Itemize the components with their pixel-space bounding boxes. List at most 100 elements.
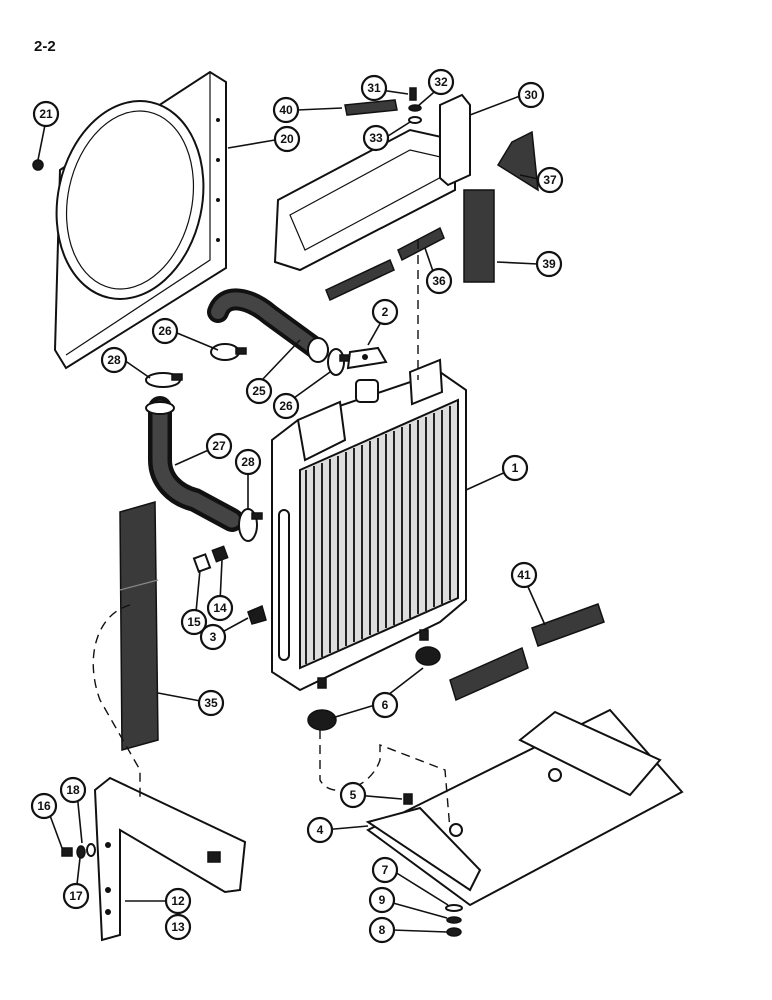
svg-text:17: 17 — [69, 889, 83, 903]
svg-text:36: 36 — [432, 274, 446, 288]
foam-seal-39 — [463, 189, 495, 283]
callout-4: 4 — [306, 816, 334, 844]
svg-text:9: 9 — [379, 893, 386, 907]
callout-36: 36 — [425, 267, 453, 295]
callout-40: 40 — [272, 96, 300, 124]
svg-text:27: 27 — [212, 439, 226, 453]
callout-17: 17 — [62, 882, 90, 910]
svg-text:20: 20 — [280, 132, 294, 146]
hose-clamp-28a — [145, 372, 183, 388]
rubber-mount-6b — [307, 709, 337, 731]
callout-18: 18 — [59, 776, 87, 804]
svg-text:37: 37 — [543, 173, 557, 187]
callout-20: 20 — [273, 125, 301, 153]
callout-31: 31 — [360, 74, 388, 102]
callout-16: 16 — [30, 792, 58, 820]
fan-shroud — [53, 70, 227, 370]
callout-37: 37 — [536, 166, 564, 194]
svg-text:28: 28 — [241, 455, 255, 469]
assembly-line-left — [92, 604, 141, 800]
callout-3: 3 — [199, 623, 227, 651]
callout-27: 27 — [205, 432, 233, 460]
mounting-base-plate — [365, 708, 684, 907]
svg-text:8: 8 — [379, 923, 386, 937]
bracket-hardware-16-18 — [61, 843, 96, 859]
top-radiator-shroud — [273, 93, 471, 272]
side-bracket — [93, 776, 247, 942]
fitting-14 — [211, 545, 229, 563]
seal-strips-36 — [325, 226, 445, 302]
callout-9: 9 — [368, 886, 396, 914]
svg-text:28: 28 — [107, 353, 121, 367]
callout-7: 7 — [371, 856, 399, 884]
lockwasher-9 — [446, 916, 462, 924]
callout-14: 14 — [206, 594, 234, 622]
callout-26b: 26 — [272, 392, 300, 420]
svg-text:16: 16 — [37, 799, 51, 813]
page-number-label: 2-2 — [34, 38, 56, 55]
svg-text:32: 32 — [434, 75, 448, 89]
fitting-15 — [192, 553, 212, 573]
svg-text:13: 13 — [171, 920, 185, 934]
svg-text:1: 1 — [512, 461, 519, 475]
callout-26a: 26 — [151, 317, 179, 345]
svg-text:3: 3 — [210, 630, 217, 644]
wedge-seal-37 — [496, 130, 539, 192]
svg-text:14: 14 — [213, 601, 227, 615]
callout-6: 6 — [371, 691, 399, 719]
svg-text:31: 31 — [367, 81, 381, 95]
callout-33: 33 — [362, 124, 390, 152]
callout-30: 30 — [517, 81, 545, 109]
hose-clamp-26a — [210, 343, 247, 361]
upper-hose — [207, 288, 329, 363]
svg-text:21: 21 — [39, 107, 53, 121]
bolt-5 — [403, 793, 413, 805]
callout-25: 25 — [245, 377, 273, 405]
rubber-mount-6a — [415, 646, 441, 666]
callout-28b: 28 — [234, 448, 262, 476]
foam-strips-41 — [449, 603, 605, 702]
radiator-cap — [346, 346, 388, 370]
callout-21: 21 — [32, 100, 60, 128]
washer-7 — [445, 904, 463, 912]
svg-text:26: 26 — [158, 324, 172, 338]
radiator-core — [271, 358, 467, 692]
svg-text:7: 7 — [382, 863, 389, 877]
lower-hose — [145, 396, 244, 532]
svg-text:25: 25 — [252, 384, 266, 398]
svg-text:40: 40 — [279, 103, 293, 117]
callout-8: 8 — [368, 916, 396, 944]
svg-text:33: 33 — [369, 131, 383, 145]
callout-41: 41 — [510, 561, 538, 589]
callout-35: 35 — [197, 689, 225, 717]
seal-strip-40 — [344, 99, 398, 116]
svg-text:18: 18 — [66, 783, 80, 797]
callout-13: 13 — [164, 913, 192, 941]
callout-2: 2 — [371, 298, 399, 326]
svg-text:30: 30 — [524, 88, 538, 102]
callout-12: 12 — [164, 887, 192, 915]
callout-39: 39 — [535, 250, 563, 278]
svg-text:2: 2 — [382, 305, 389, 319]
svg-text:39: 39 — [542, 257, 556, 271]
screw-21 — [32, 159, 44, 171]
svg-text:26: 26 — [279, 399, 293, 413]
callout-15: 15 — [180, 608, 208, 636]
drain-cock — [247, 604, 267, 625]
svg-text:41: 41 — [517, 568, 531, 582]
callout-5: 5 — [339, 781, 367, 809]
nut-8 — [446, 927, 462, 937]
svg-text:12: 12 — [171, 894, 185, 908]
callout-1: 1 — [501, 454, 529, 482]
svg-text:4: 4 — [317, 823, 324, 837]
hose-clamp-26b — [327, 348, 351, 376]
callout-28a: 28 — [100, 346, 128, 374]
svg-text:6: 6 — [382, 698, 389, 712]
side-foam-seal-35 — [119, 501, 159, 751]
svg-text:35: 35 — [204, 696, 218, 710]
svg-text:5: 5 — [350, 788, 357, 802]
svg-text:15: 15 — [187, 615, 201, 629]
hose-clamp-28b — [238, 508, 263, 542]
